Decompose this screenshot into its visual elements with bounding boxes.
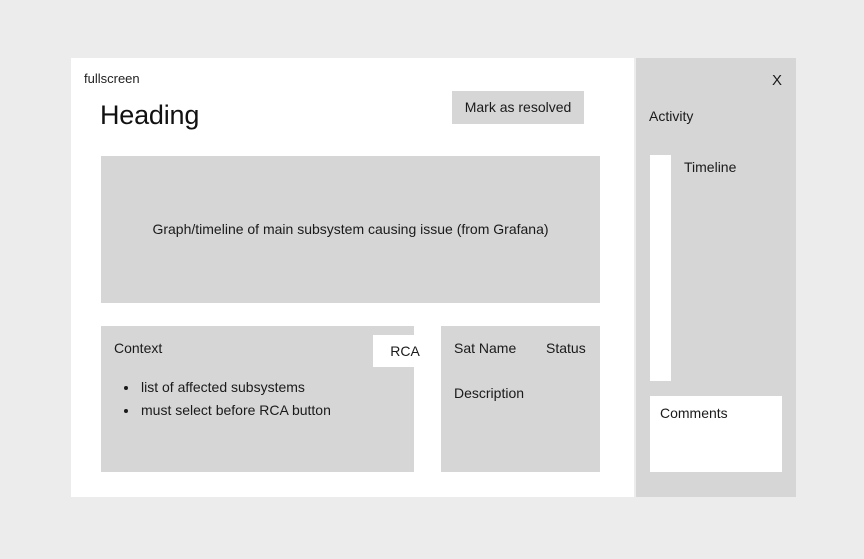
timeline-label: Timeline <box>684 159 737 175</box>
list-item[interactable]: must select before RCA button <box>139 399 331 422</box>
context-panel: Context RCA list of affected subsystems … <box>101 326 437 472</box>
description-label: Description <box>454 385 525 401</box>
mark-as-resolved-button[interactable]: Mark as resolved <box>452 91 584 124</box>
fullscreen-modal-card: fullscreen Heading Mark as resolved Grap… <box>71 58 634 497</box>
graph-placeholder-label: Graph/timeline of main subsystem causing… <box>152 221 549 237</box>
breadcrumb: fullscreen <box>84 71 140 86</box>
comments-box[interactable]: Comments <box>650 396 782 472</box>
activity-sidebar: X Activity Timeline Comments <box>636 58 796 497</box>
rca-button[interactable]: RCA <box>373 335 437 367</box>
list-item[interactable]: list of affected subsystems <box>139 376 331 399</box>
timeline-track[interactable] <box>650 155 671 381</box>
context-title: Context <box>114 340 163 356</box>
page-title: Heading <box>100 100 200 130</box>
affected-subsystems-list: list of affected subsystems must select … <box>115 376 331 422</box>
comments-label: Comments <box>660 405 728 421</box>
satellite-detail-panel: Sat Name Status Description <box>441 326 600 472</box>
sat-name-label: Sat Name <box>454 340 517 356</box>
activity-title: Activity <box>649 108 694 124</box>
status-label: Status <box>546 340 586 356</box>
close-icon[interactable]: X <box>767 71 787 91</box>
graph-placeholder-panel[interactable]: Graph/timeline of main subsystem causing… <box>101 156 600 303</box>
